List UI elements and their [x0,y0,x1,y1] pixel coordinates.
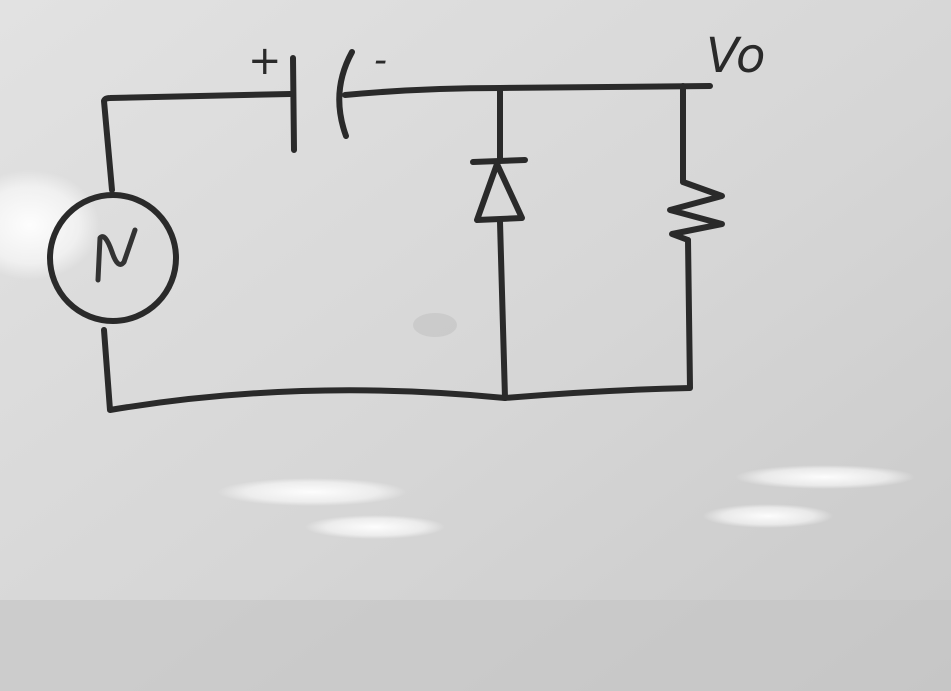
diode-triangle [474,161,525,223]
polarized-capacitor [290,49,355,153]
glare-bottom-1 [217,478,407,506]
board-bottom-shade [0,600,951,691]
ac-source-wave-icon [95,227,138,283]
capacitor-curved-plate [336,49,355,139]
glare-bottom-2 [305,515,445,539]
output-voltage-label: Vo [706,28,765,84]
resistor-zigzag [667,179,725,243]
glare-bottom-4 [703,504,833,528]
ac-source [47,192,179,324]
ac-source-circle [47,192,179,324]
glare-bottom-3 [735,465,915,489]
wire-top-left [101,91,293,193]
wire-top-right [342,83,713,98]
wire-diode-branch [497,85,508,401]
wire-bottom-left [101,327,508,413]
diode [470,157,528,223]
capacitor-minus-label: - [374,40,387,81]
capacitor-plus-label: + [248,38,282,84]
diode-bar [470,157,528,165]
smudge [413,313,457,337]
wire-bottom-right [502,237,693,401]
capacitor-straight-plate [290,55,297,153]
glare-left [0,170,100,280]
